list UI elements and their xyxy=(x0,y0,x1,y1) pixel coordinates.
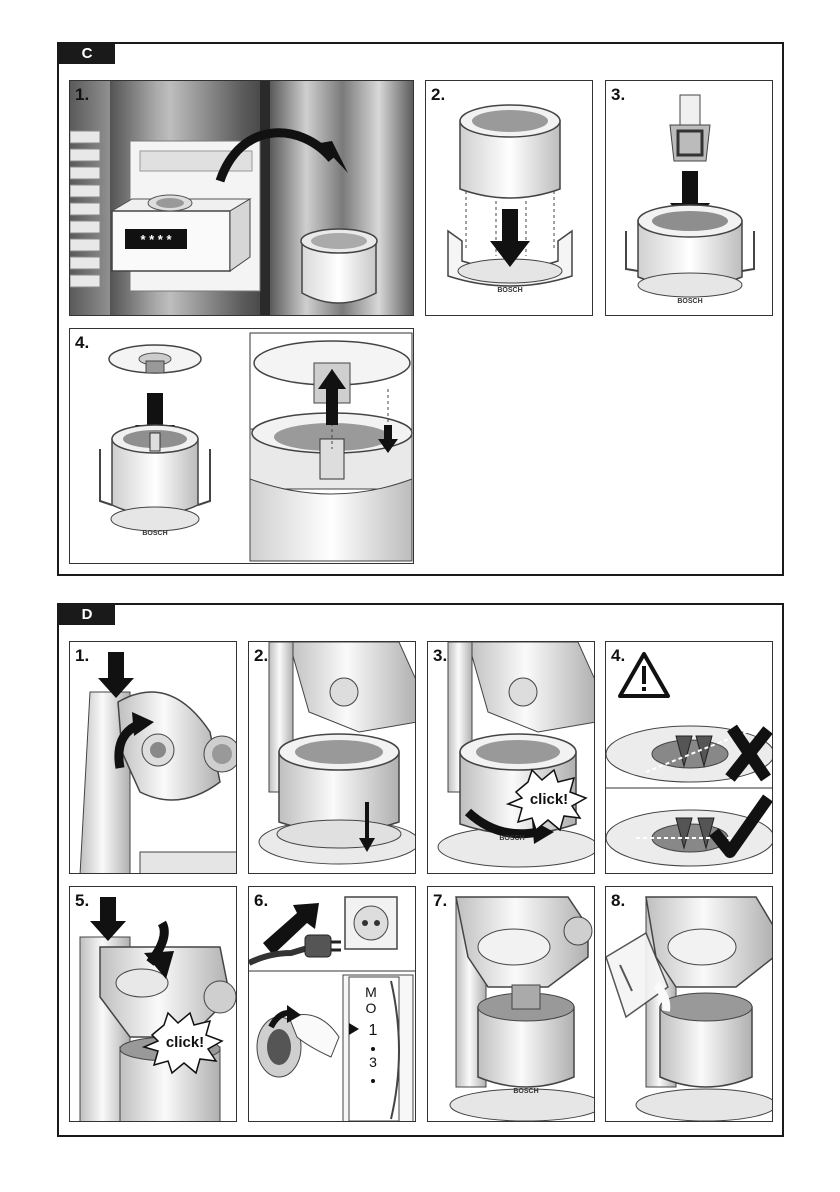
section-c: C 1. xyxy=(57,42,784,576)
plug-icon xyxy=(305,935,331,957)
panel-c1-freezer: 1. xyxy=(69,80,414,316)
dial-mark-3: 3 xyxy=(369,1054,377,1070)
rotate-bowl-illustration: click! BOSCH xyxy=(428,642,595,874)
panel-c4-lid-attach: 4. BOSCH xyxy=(69,328,414,564)
step-number: 1. xyxy=(75,646,89,666)
step-number: 2. xyxy=(431,85,445,105)
step-number: 3. xyxy=(611,85,625,105)
step-number: 8. xyxy=(611,891,625,911)
step-number: 4. xyxy=(611,646,625,666)
lower-head-illustration: click! xyxy=(70,887,237,1122)
step-number: 3. xyxy=(433,646,447,666)
panel-c2-bowl-into-holder: 2. BOSCH xyxy=(425,80,593,316)
freezer-stars: * * * * xyxy=(140,232,172,247)
panel-d8-pour-ingredients: 8. xyxy=(605,886,773,1122)
section-d-label: D xyxy=(59,605,115,625)
bowl-holder-illustration: BOSCH xyxy=(426,81,593,316)
section-c-label: C xyxy=(59,44,115,64)
panel-d7-assembled: 7. BOSCH xyxy=(427,886,595,1122)
brand-logo: BOSCH xyxy=(497,287,522,294)
brand-logo: BOSCH xyxy=(142,530,167,537)
panel-d6-plug-in-dial: 6. M O 1 3 xyxy=(248,886,416,1122)
panel-d3-rotate-click: 3. click! BOSCH xyxy=(427,641,595,874)
mixer-tilt-illustration xyxy=(70,642,237,874)
place-bowl-illustration xyxy=(249,642,416,874)
brand-logo: BOSCH xyxy=(677,298,702,305)
freezer-illustration: * * * * xyxy=(70,81,414,316)
brand-logo: BOSCH xyxy=(499,835,524,842)
step-number: 6. xyxy=(254,891,268,911)
dial-mark-o: O xyxy=(366,1000,377,1016)
pour-illustration xyxy=(606,887,773,1122)
step-number: 1. xyxy=(75,85,89,105)
step-number: 7. xyxy=(433,891,447,911)
click-label: click! xyxy=(166,1034,204,1051)
dial-mark-1: 1 xyxy=(369,1022,378,1039)
paddle-illustration: BOSCH xyxy=(606,81,773,316)
panel-d5-lower-head: 5. click! xyxy=(69,886,237,1122)
plug-dial-illustration: M O 1 3 xyxy=(249,887,416,1122)
dial-mark-m: M xyxy=(365,984,377,1000)
step-number: 4. xyxy=(75,333,89,353)
brand-logo: BOSCH xyxy=(513,1088,538,1095)
step-number: 2. xyxy=(254,646,268,666)
orientation-illustration xyxy=(606,642,773,874)
panel-d2-place-bowl: 2. xyxy=(248,641,416,874)
socket-icon xyxy=(354,906,388,940)
panel-d1-tilt-head: 1. xyxy=(69,641,237,874)
panel-d4-paddle-orientation: 4. xyxy=(605,641,773,874)
section-d: D 1. 2. xyxy=(57,603,784,1137)
lid-attach-illustration: BOSCH xyxy=(70,329,414,564)
click-label: click! xyxy=(530,791,568,808)
panel-c3-paddle-insert: 3. BOSCH xyxy=(605,80,773,316)
step-number: 5. xyxy=(75,891,89,911)
assembled-illustration: BOSCH xyxy=(428,887,595,1122)
